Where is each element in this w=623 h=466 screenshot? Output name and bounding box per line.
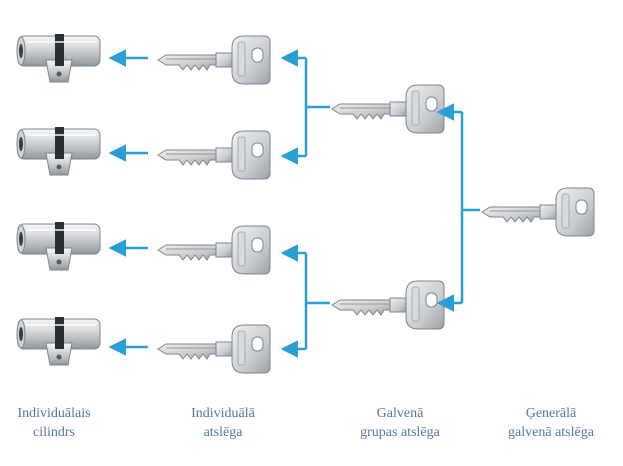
caption-cylinders: Individuālais cilindrs	[6, 404, 102, 442]
individual-key-3-icon	[157, 225, 271, 275]
caption-grand-master-key-line1: Ģenerālā	[525, 406, 577, 421]
caption-individual-keys-line1: Individuālā	[191, 406, 255, 421]
group-master-key-2-icon	[331, 280, 445, 330]
group-master-key-1-icon	[331, 84, 445, 134]
cylinder-1-icon	[16, 33, 101, 83]
caption-cylinders-line1: Individuālais	[17, 406, 91, 421]
cylinder-4-icon	[16, 316, 101, 366]
caption-group-master-keys-line2: grupas atslēga	[360, 425, 440, 440]
caption-individual-keys-line2: atslēga	[203, 425, 243, 440]
individual-key-1-icon	[157, 35, 271, 85]
group-bracket-bottom	[280, 244, 330, 358]
grand-master-bracket	[436, 103, 480, 312]
caption-group-master-keys-line1: Galvenā	[376, 406, 424, 421]
cylinder-2-icon	[16, 126, 101, 176]
group-bracket-top	[280, 49, 330, 165]
individual-key-2-icon	[157, 130, 271, 180]
caption-grand-master-key-line2: galvenā atslēga	[508, 425, 594, 440]
individual-key-4-icon	[157, 324, 271, 374]
caption-cylinders-line2: cilindrs	[33, 425, 75, 440]
caption-individual-keys: Individuālā atslēga	[168, 404, 278, 442]
cylinder-3-icon	[16, 221, 101, 271]
grand-master-key-icon	[481, 187, 595, 237]
caption-group-master-keys: Galvenā grupas atslēga	[340, 404, 460, 442]
caption-grand-master-key: Ģenerālā galvenā atslēga	[488, 404, 614, 442]
